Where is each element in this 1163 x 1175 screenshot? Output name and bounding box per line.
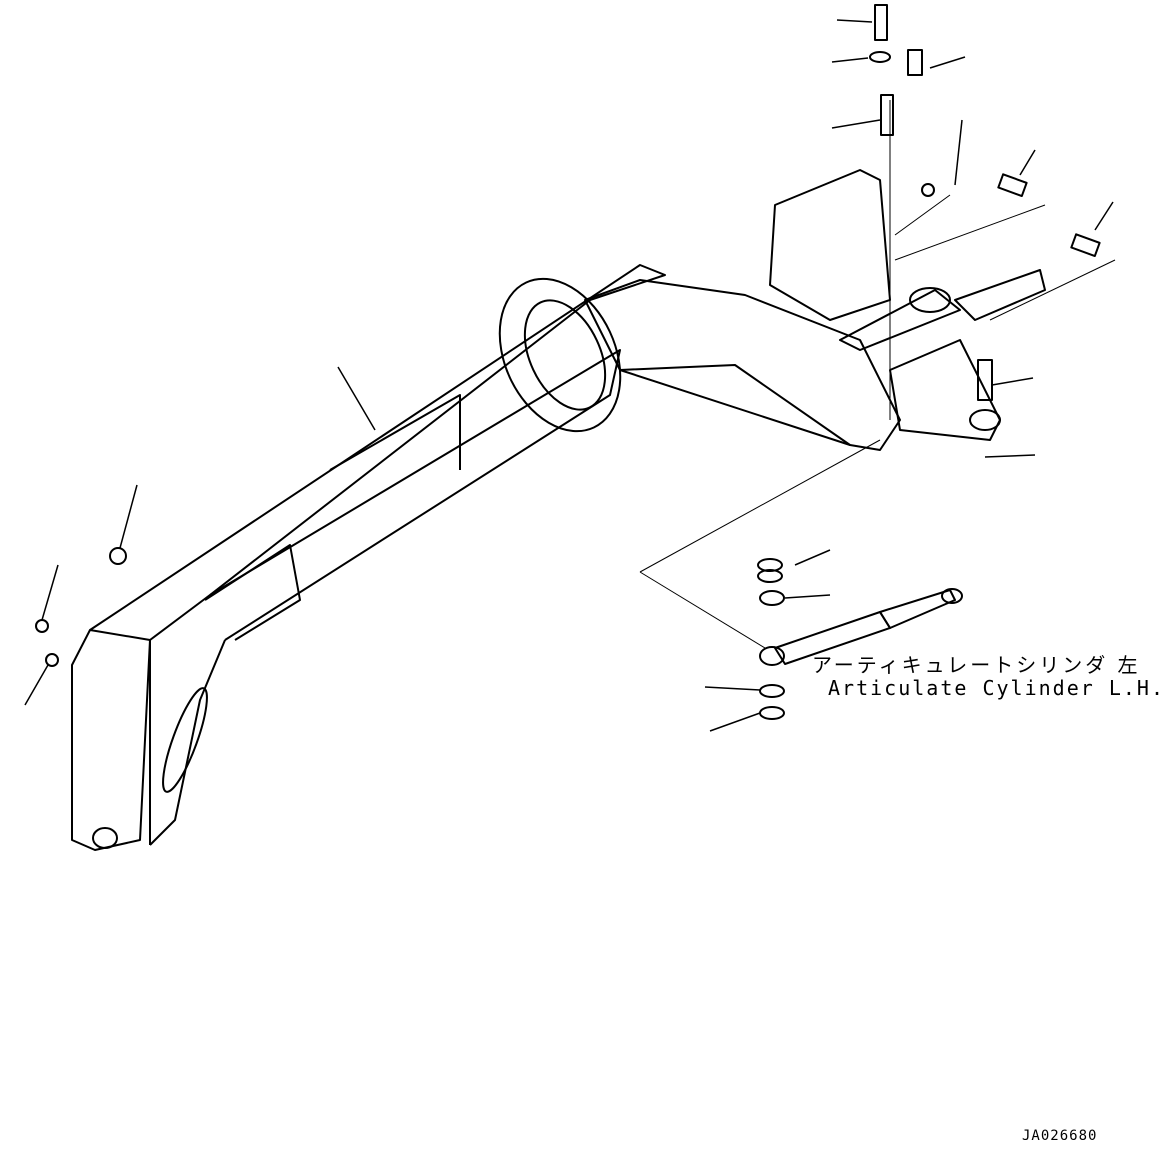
cylinder-label-japanese: アーティキュレートシリンダ 左 bbox=[812, 653, 1141, 677]
articulation-ring bbox=[498, 277, 622, 433]
cylinder-label-english: Articulate Cylinder L.H. bbox=[828, 676, 1163, 700]
rear-frame bbox=[71, 264, 666, 851]
leader-lines bbox=[24, 19, 1116, 732]
hardware-parts bbox=[35, 4, 1101, 720]
articulate-cylinder bbox=[759, 588, 963, 666]
front-frame bbox=[584, 169, 1046, 451]
drawing-number: JA026680 bbox=[1022, 1128, 1098, 1144]
